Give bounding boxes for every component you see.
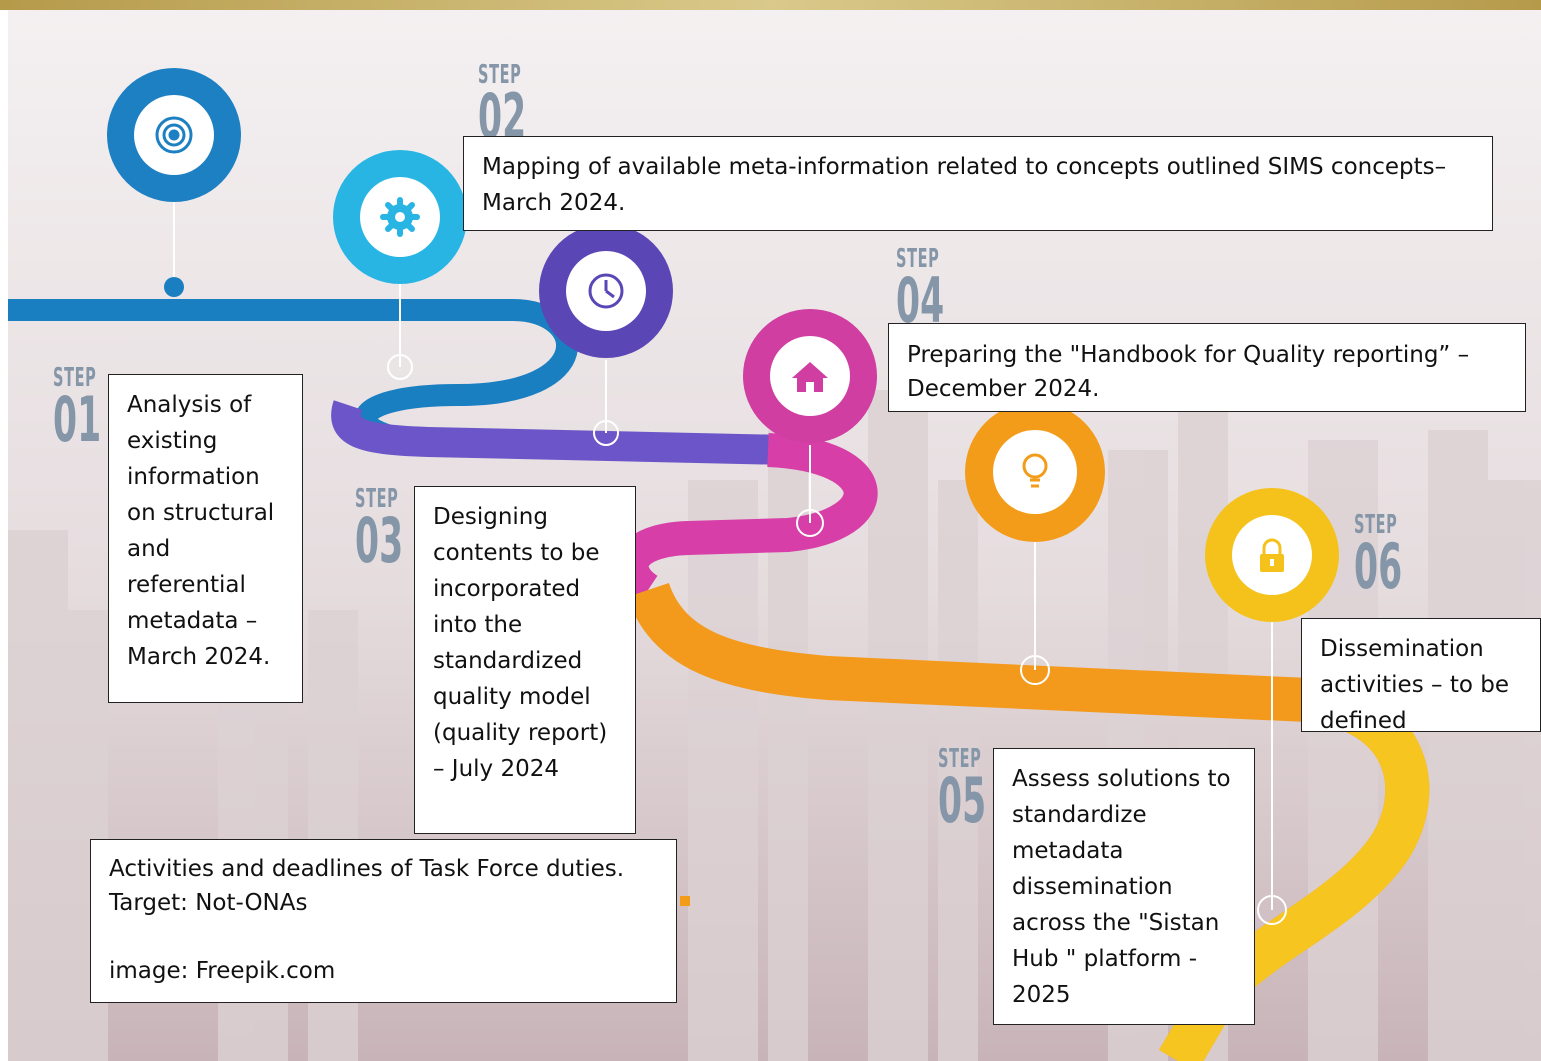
target-icon [155, 116, 193, 154]
step-label-6: STEP 06 [1354, 512, 1432, 598]
step-label-5: STEP 05 [938, 746, 1016, 832]
lightbulb-icon [1022, 453, 1048, 488]
pin-dot-2 [387, 354, 413, 380]
step-6-description: Dissemination activities – to be defined [1301, 618, 1541, 732]
step-word: STEP [355, 484, 399, 514]
step-label-1: STEP 01 [53, 365, 131, 451]
pin-dot-3 [593, 420, 619, 446]
pin-dot-4 [796, 509, 824, 537]
step-4-description: Preparing the "Handbook for Quality repo… [888, 323, 1526, 412]
step-label-3: STEP 03 [355, 486, 433, 572]
step-number: 03 [355, 504, 404, 577]
step-word: STEP [938, 744, 982, 774]
step-2-description: Mapping of available meta-information re… [463, 136, 1493, 231]
step-number: 05 [938, 764, 987, 837]
top-frame-border [0, 0, 1541, 10]
step-word: STEP [53, 363, 97, 393]
step-number: 06 [1354, 530, 1403, 603]
clock-icon [588, 273, 624, 309]
caption-box: Activities and deadlines of Task Force d… [90, 839, 677, 1003]
orange-mark [680, 896, 690, 906]
step-3-description: Designing contents to be incorporated in… [414, 486, 636, 834]
caption-credit: image: Freepik.com [109, 958, 336, 984]
pin-dot-5 [1020, 655, 1050, 685]
caption-target: Target: Not-ONAs [109, 890, 308, 916]
roadmap-infographic: STEP 01 STEP 02 STEP 03 STEP 04 STEP 05 … [8, 10, 1541, 1061]
pins [173, 190, 1273, 910]
lock-icon [1260, 538, 1284, 572]
pin-dot-6 [1257, 895, 1287, 925]
home-icon [792, 362, 828, 392]
step-1-description: Analysis of existing information on stru… [108, 374, 303, 703]
step-label-4: STEP 04 [896, 246, 974, 332]
step-number: 01 [53, 383, 102, 456]
step-word: STEP [478, 60, 522, 90]
gear-icon [380, 197, 420, 237]
pin-dot-1 [164, 277, 184, 297]
road-segment-purple [331, 400, 789, 465]
step-word: STEP [1354, 510, 1398, 540]
step-word: STEP [896, 244, 940, 274]
caption-title: Activities and deadlines of Task Force d… [109, 856, 625, 882]
step-5-description: Assess solutions to standardize metadata… [993, 748, 1255, 1025]
step-number: 04 [896, 264, 945, 337]
medallion-5 [965, 402, 1105, 542]
